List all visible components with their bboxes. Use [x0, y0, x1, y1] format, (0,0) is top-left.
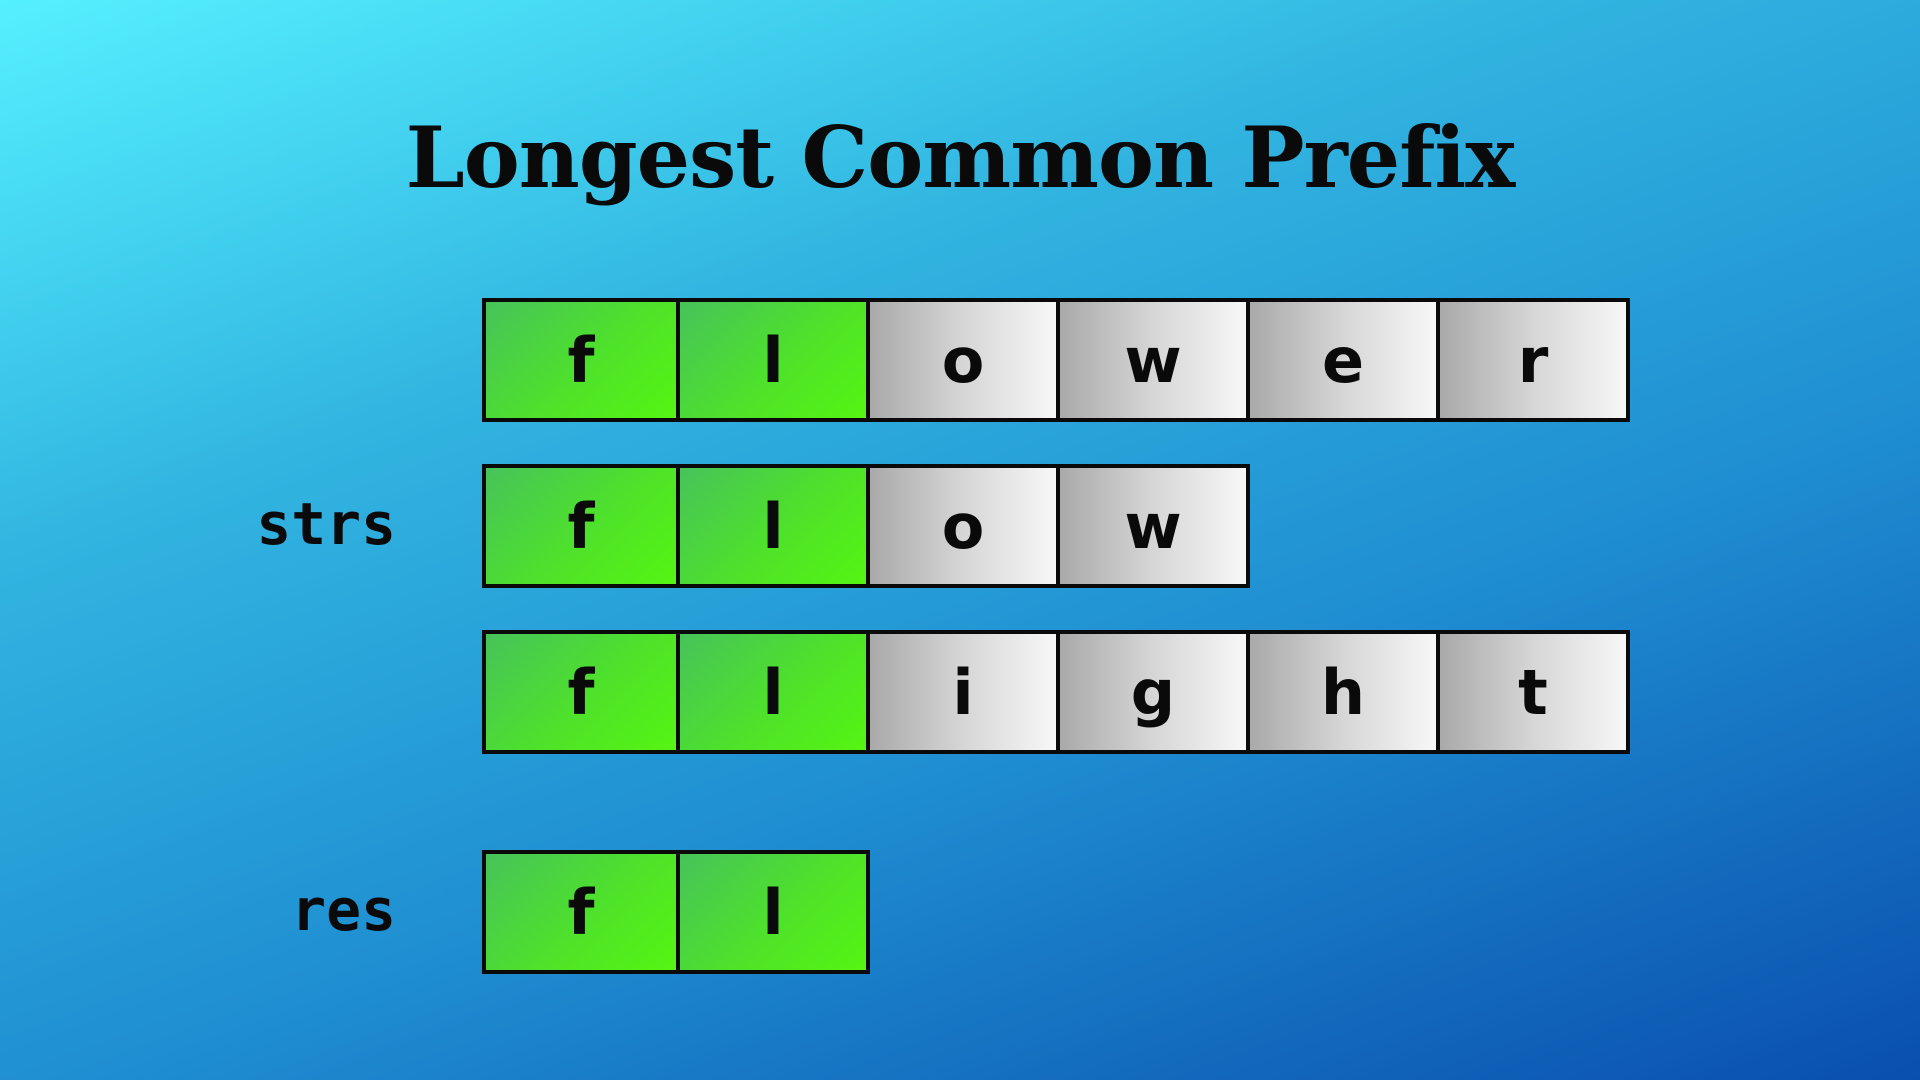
char-cell: f — [486, 302, 676, 418]
char-cell: l — [676, 634, 866, 750]
res-label: res — [291, 876, 396, 944]
char-cell: l — [676, 302, 866, 418]
char-cell: t — [1436, 634, 1626, 750]
result-row: f l — [482, 850, 870, 974]
char-cell: w — [1056, 302, 1246, 418]
strs-label: strs — [256, 490, 396, 558]
char-cell: l — [676, 468, 866, 584]
char-cell: f — [486, 854, 676, 970]
string-row-1: f l o w e r — [482, 298, 1630, 422]
char-cell: o — [866, 468, 1056, 584]
page-title: Longest Common Prefix — [405, 108, 1516, 207]
char-cell: o — [866, 302, 1056, 418]
char-cell: f — [486, 634, 676, 750]
char-cell: l — [676, 854, 866, 970]
char-cell: g — [1056, 634, 1246, 750]
char-cell: i — [866, 634, 1056, 750]
string-row-3: f l i g h t — [482, 630, 1630, 754]
char-cell: e — [1246, 302, 1436, 418]
char-cell: h — [1246, 634, 1436, 750]
string-row-2: f l o w — [482, 464, 1250, 588]
char-cell: f — [486, 468, 676, 584]
char-cell: r — [1436, 302, 1626, 418]
char-cell: w — [1056, 468, 1246, 584]
